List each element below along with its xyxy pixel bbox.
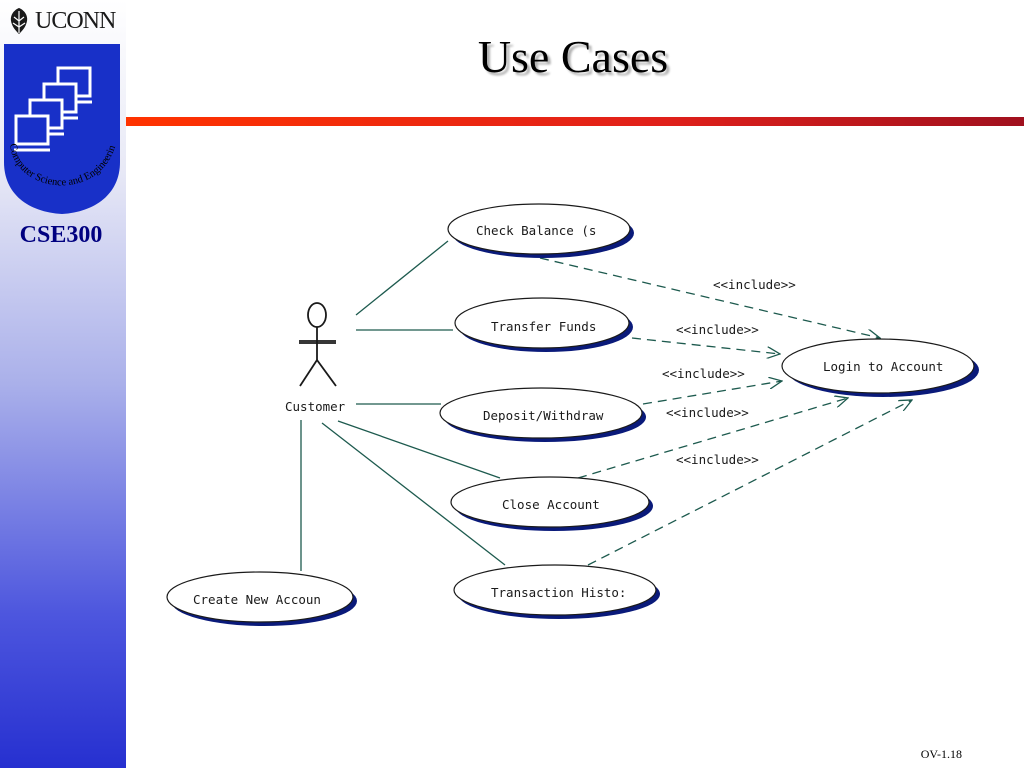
actor-label: Customer [285, 399, 346, 414]
use-case-label: Login to Account [823, 359, 943, 374]
use-case-deposit-withdraw: Deposit/Withdraw [439, 387, 646, 442]
include-label-4: <<include>> [666, 405, 749, 420]
course-title: CSE300 [19, 222, 103, 248]
use-case-check-balance: Check Balance (s [447, 203, 634, 258]
include-label-2: <<include>> [676, 322, 759, 337]
uconn-wordmark: UCONN [35, 7, 116, 34]
customer-actor-icon [299, 302, 337, 387]
include-label-3: <<include>> [662, 366, 745, 381]
assoc-transaction-history [321, 422, 506, 566]
use-case-transfer-funds: Transfer Funds [454, 297, 633, 352]
uconn-logo: UCONN [6, 6, 116, 36]
use-case-label: Transfer Funds [491, 319, 596, 334]
include-arrow-3 [642, 381, 782, 405]
use-case-label: Create New Accoun [193, 592, 321, 607]
include-arrow-1 [539, 257, 880, 338]
association-lines [300, 240, 506, 571]
assoc-check-balance [355, 240, 449, 316]
use-case-create-new-account: Create New Accoun [166, 571, 357, 626]
include-arrows [539, 257, 912, 566]
use-case-label: Transaction Histo: [491, 585, 626, 600]
assoc-close-account [337, 420, 501, 479]
include-arrow-2 [631, 337, 780, 354]
include-arrow-4 [577, 398, 848, 479]
slide-number: OV-1.18 [920, 747, 962, 761]
use-case-transaction-history: Transaction Histo: [453, 564, 660, 619]
sidebar: UCONN Computer Science and Engineering C… [0, 0, 126, 768]
computer-stack-icon [14, 66, 92, 152]
include-label-1: <<include>> [713, 277, 796, 292]
title-rule [126, 117, 1024, 126]
oak-leaf-icon [10, 8, 28, 34]
use-case-close-account: Close Account [450, 476, 653, 531]
use-case-label: Deposit/Withdraw [483, 408, 604, 423]
use-case-label: Check Balance (s [476, 223, 596, 238]
page-title: Use Cases [477, 31, 669, 82]
include-arrow-5 [587, 400, 912, 566]
use-case-login: Login to Account [781, 338, 979, 397]
use-case-label: Close Account [502, 497, 600, 512]
include-label-5: <<include>> [676, 452, 759, 467]
cse-badge: Computer Science and Engineering [0, 44, 120, 214]
